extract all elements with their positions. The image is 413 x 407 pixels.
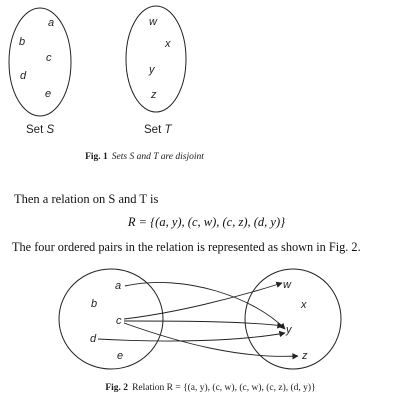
set-s-caption: Set S [26, 124, 54, 136]
codomain-element: w [283, 279, 292, 291]
set-t-element: x [164, 38, 171, 50]
description-text: The four ordered pairs in the relation i… [12, 240, 361, 254]
fig2-caption-text: Relation R = {(a, y), (c, w), (c, w), (c… [132, 383, 316, 393]
codomain-element: x [300, 299, 307, 311]
fig2-diagram: a b c d e w x y z [58, 268, 342, 370]
set-t-element: y [148, 64, 156, 76]
domain-element: b [91, 298, 97, 310]
intro-text: Then a relation on S and T is [14, 192, 159, 206]
set-s-element: d [20, 70, 27, 82]
relation-equation: R = {(a, y), (c, w), (c, z), (d, y)} [127, 215, 286, 229]
relation-arrow-a-y [124, 282, 286, 330]
relation-arrow-c-z [123, 322, 299, 360]
relation-domain-ellipse [58, 268, 164, 370]
fig1-caption-tag: Fig. 1 [85, 152, 108, 162]
relation-arrow-d-y [97, 330, 286, 342]
codomain-element: y [285, 324, 293, 336]
set-s-ellipse [8, 7, 72, 117]
relation-arrow-c-y [123, 320, 284, 329]
set-t-element: z [150, 89, 157, 101]
set-s-element: a [48, 17, 54, 29]
relation-arrow-c-w [123, 281, 283, 320]
fig1-caption-text: Sets S and T are disjoint [111, 152, 204, 162]
relation-codomain-ellipse [244, 268, 342, 370]
set-s-element: b [19, 36, 25, 48]
fig1-diagram: a b c d e w x y z Set S Set T [8, 5, 187, 136]
domain-element: c [116, 315, 122, 327]
domain-element: e [117, 350, 123, 362]
set-t-element: w [149, 16, 158, 28]
codomain-element: z [301, 350, 308, 362]
set-t-ellipse [125, 5, 187, 113]
domain-element: a [115, 280, 121, 292]
fig2-caption-tag: Fig. 2 [105, 383, 129, 393]
domain-element: d [90, 333, 97, 345]
set-t-caption: Set T [144, 124, 172, 136]
set-s-element: c [46, 52, 52, 64]
set-s-element: e [45, 88, 51, 100]
